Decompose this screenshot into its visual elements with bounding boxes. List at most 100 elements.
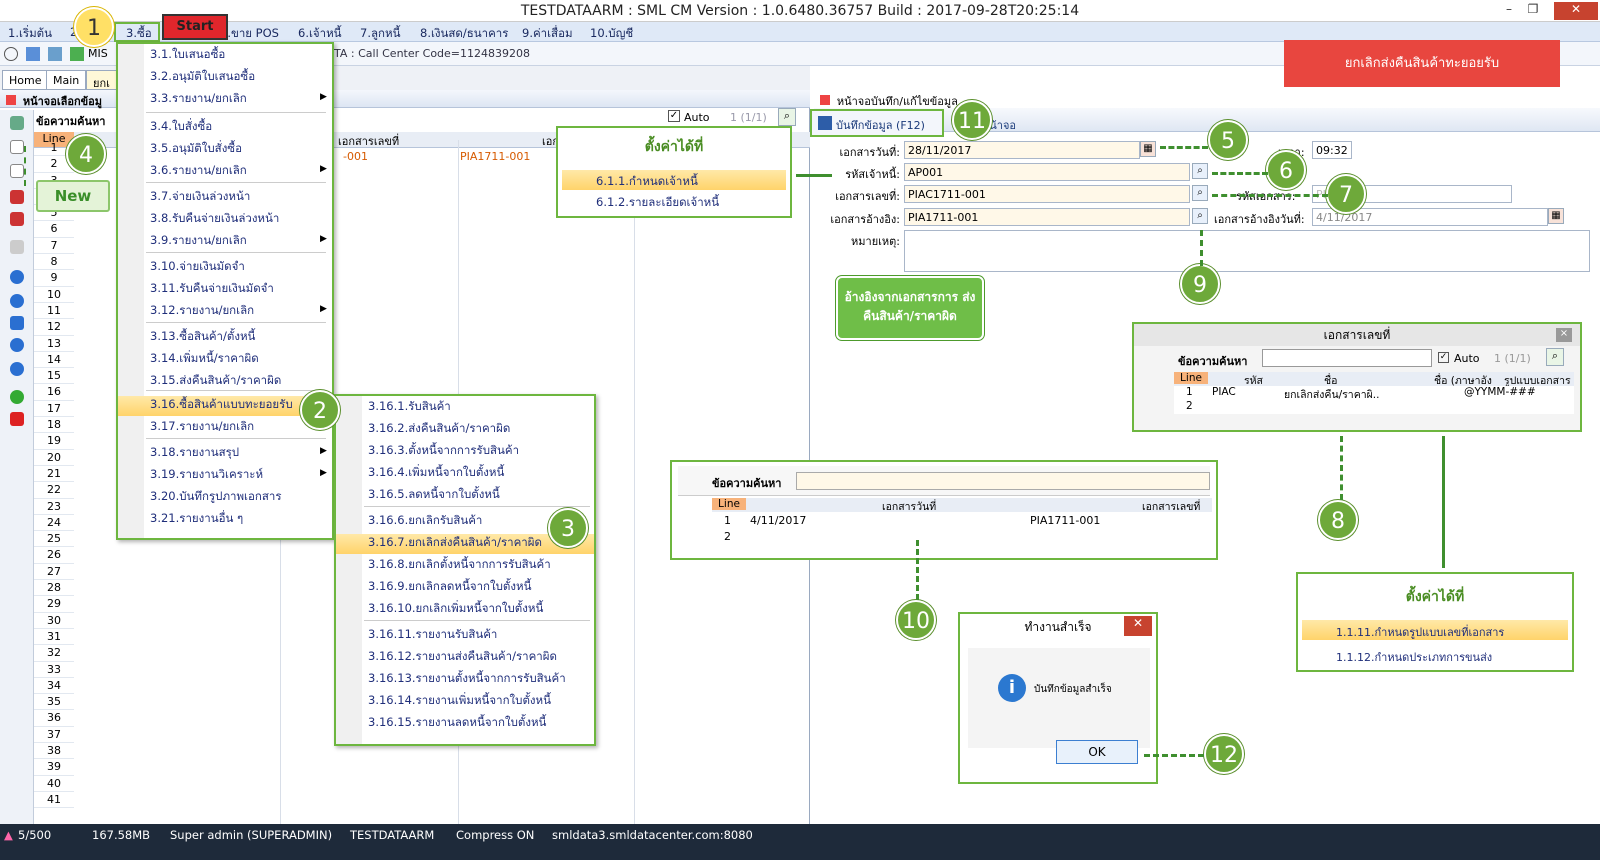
row-number[interactable]: 27	[34, 564, 74, 581]
menu-item-buy-11[interactable]: 3.11.รับคืนจ่ายเงินมัดจำ	[150, 281, 274, 295]
row-number[interactable]: 38	[34, 743, 74, 760]
menu-creditor[interactable]: 6.เจ้าหนี้	[298, 26, 342, 40]
menu-item-buy-2[interactable]: 3.2.อนุมัติใบเสนอซื้อ	[150, 69, 256, 83]
menu-item-316-7[interactable]: 3.16.7.ยกเลิกส่งคืนสินค้า/ราคาผิด	[336, 534, 594, 554]
row-number[interactable]: 1	[34, 140, 74, 157]
row-number[interactable]: 14	[34, 352, 74, 369]
menu-account[interactable]: 10.บัญชี	[590, 26, 634, 40]
tree-icon[interactable]	[10, 116, 24, 130]
row-number[interactable]: 10	[34, 287, 74, 303]
config-item-doc-format[interactable]: 1.1.11.กำหนดรูปแบบเลขที่เอกสาร	[1302, 620, 1568, 640]
menu-item-buy-19[interactable]: 3.19.รายงานวิเคราะห์	[150, 467, 264, 481]
arrow-up-icon[interactable]	[10, 338, 24, 352]
menu-item-buy-8[interactable]: 3.8.รับคืนจ่ายเงินล่วงหน้า	[150, 211, 280, 225]
row-number[interactable]: 25	[34, 531, 74, 548]
row-number[interactable]: 11	[34, 303, 74, 320]
auto-checkbox[interactable]: ✓	[1438, 352, 1449, 363]
row-number[interactable]: 2	[34, 156, 74, 173]
menu-item-316-9[interactable]: 3.16.9.ยกเลิกลดหนี้จากใบตั้งหนี้	[368, 579, 532, 593]
menu-item-buy-18[interactable]: 3.18.รายงานสรุป	[150, 445, 240, 459]
menu-item-316-10[interactable]: 3.16.10.ยกเลิกเพิ่มหนี้จากใบตั้งหนี้	[368, 601, 544, 615]
menu-item-316-3[interactable]: 3.16.3.ตั้งหนี้จากการรับสินค้า	[368, 443, 520, 457]
table-row[interactable]: 1 4/11/2017 PIA1711-001	[724, 514, 1101, 527]
menu-item-316-12[interactable]: 3.16.12.รายงานส่งคืนสินค้า/ราคาผิด	[368, 649, 557, 663]
minimize-icon[interactable]: –	[1506, 2, 1512, 16]
row-number[interactable]: 15	[34, 368, 74, 385]
save-icon[interactable]	[48, 47, 62, 61]
table-row[interactable]: 2	[724, 530, 731, 543]
menu-item-316-8[interactable]: 3.16.8.ยกเลิกตั้งหนี้จากการรับสินค้า	[368, 557, 551, 571]
menu-item-316-1[interactable]: 3.16.1.รับสินค้า	[368, 399, 451, 413]
row-number[interactable]: 6	[34, 221, 74, 238]
menu-item-buy-7[interactable]: 3.7.จ่ายเงินล่วงหน้า	[150, 189, 251, 203]
config-item-creditor-detail[interactable]: 6.1.2.รายละเอียดเจ้าหนี้	[596, 195, 720, 209]
date-field[interactable]: 28/11/2017	[904, 141, 1140, 159]
row-number[interactable]: 32	[34, 645, 74, 662]
start-button[interactable]: Start	[162, 14, 228, 40]
row-number[interactable]: 24	[34, 515, 74, 532]
arrow-right-icon[interactable]	[10, 294, 24, 308]
row-number[interactable]: 18	[34, 417, 74, 434]
row-number[interactable]: 37	[34, 727, 74, 743]
ref-popup-search-input[interactable]	[796, 472, 1210, 490]
fast-forward-icon[interactable]	[10, 316, 24, 330]
search-icon[interactable]: ⌕	[1546, 348, 1564, 366]
menu-depreciation[interactable]: 9.ค่าเสื่อม	[522, 26, 573, 40]
chart-icon[interactable]	[70, 47, 84, 61]
row-number[interactable]: 30	[34, 613, 74, 629]
search-icon[interactable]: ⌕	[1192, 185, 1208, 201]
time-field[interactable]: 09:32	[1312, 141, 1352, 159]
menu-item-buy-5[interactable]: 3.5.อนุมัติใบสั่งซื้อ	[150, 141, 243, 155]
ok-button[interactable]: OK	[1056, 740, 1138, 764]
close-icon[interactable]	[10, 412, 24, 426]
row-number[interactable]: 5	[34, 205, 74, 222]
menu-item-buy-9[interactable]: 3.9.รายงาน/ยกเลิก	[150, 233, 247, 247]
menu-debtor[interactable]: 7.ลูกหนี้	[360, 26, 401, 40]
row-number[interactable]: 9	[34, 270, 74, 287]
row-number[interactable]: 22	[34, 482, 74, 499]
col-line[interactable]: Line	[34, 132, 74, 147]
menu-cash[interactable]: 8.เงินสด/ธนาคาร	[420, 26, 509, 40]
close-icon[interactable]: ✕	[1554, 2, 1598, 20]
menu-item-316-15[interactable]: 3.16.15.รายงานลดหนี้จากใบตั้งหนี้	[368, 715, 547, 729]
menu-item-buy-13[interactable]: 3.13.ซื้อสินค้า/ตั้งหนี้	[150, 329, 256, 343]
doc-icon[interactable]	[10, 164, 24, 178]
calendar-icon[interactable]: ▦	[1140, 141, 1156, 157]
menu-item-buy-1[interactable]: 3.1.ใบเสนอซื้อ	[150, 47, 226, 61]
menu-item-316-2[interactable]: 3.16.2.ส่งคืนสินค้า/ราคาผิด	[368, 421, 511, 435]
row-number[interactable]: 31	[34, 629, 74, 646]
ok-icon[interactable]	[10, 390, 24, 404]
row-number[interactable]: 35	[34, 694, 74, 711]
row-number[interactable]: 33	[34, 662, 74, 678]
row-number[interactable]: 19	[34, 433, 74, 450]
auto-checkbox[interactable]: ✓	[668, 110, 680, 122]
row-number[interactable]: 34	[34, 678, 74, 695]
row-number[interactable]: 13	[34, 336, 74, 352]
row-number[interactable]: 23	[34, 499, 74, 515]
close-icon[interactable]: ×	[1556, 328, 1572, 342]
search-icon[interactable]: ⌕	[1192, 208, 1208, 224]
close-icon[interactable]: ✕	[1124, 616, 1152, 636]
menu-2[interactable]: 2	[70, 25, 77, 39]
row-number[interactable]: 12	[34, 319, 74, 336]
tab-main[interactable]: Main	[46, 70, 87, 90]
row-number[interactable]: 29	[34, 596, 74, 613]
row-number[interactable]: 17	[34, 401, 74, 418]
window-icon[interactable]	[26, 47, 40, 61]
menu-item-buy-17[interactable]: 3.17.รายงาน/ยกเลิก	[150, 419, 255, 433]
row-number[interactable]: 39	[34, 759, 74, 776]
mis-label[interactable]: MIS	[88, 47, 108, 60]
menu-pos[interactable]: 5.ขาย POS	[220, 26, 279, 40]
menu-item-buy-20[interactable]: 3.20.บันทึกรูปภาพเอกสาร	[150, 489, 282, 503]
tab-home[interactable]: Home	[2, 70, 49, 90]
menu-item-316-4[interactable]: 3.16.4.เพิ่มหนี้จากใบตั้งหนี้	[368, 465, 505, 479]
menu-item-buy-12[interactable]: 3.12.รายงาน/ยกเลิก	[150, 303, 255, 317]
table-row[interactable]: 2	[1174, 400, 1574, 414]
menu-item-316-11[interactable]: 3.16.11.รายงานรับสินค้า	[368, 627, 498, 641]
row-number[interactable]: 7	[34, 238, 74, 255]
refdate-field[interactable]: 4/11/2017	[1312, 208, 1548, 226]
docno-field[interactable]: PIAC1711-001	[904, 185, 1190, 203]
config-item-transport[interactable]: 1.1.12.กำหนดประเภทการขนส่ง	[1336, 651, 1493, 664]
config-item-creditor-setup[interactable]: 6.1.1.กำหนดเจ้าหนี้	[562, 170, 786, 190]
delete-doc-icon[interactable]	[10, 212, 24, 226]
